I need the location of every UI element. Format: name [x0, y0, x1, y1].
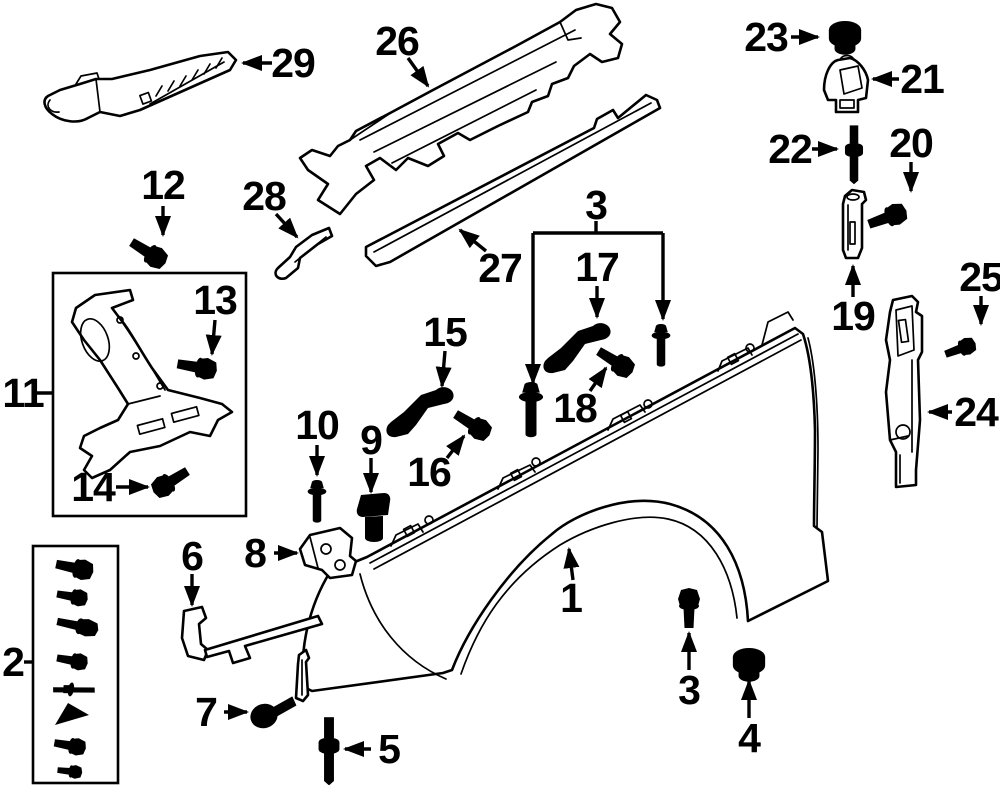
part-26-apron-reinforcement-drawing: [298, 2, 624, 216]
callout-25: 25: [959, 254, 1000, 300]
callout-4: 4: [738, 715, 761, 761]
part-3-stud-left-drawing: [518, 382, 544, 438]
part-8-fender-bracket-drawing: [298, 526, 358, 580]
part-10-clip-stud-drawing: [307, 479, 327, 523]
callout-14: 14: [71, 464, 116, 510]
callout-16: 16: [407, 449, 451, 495]
leader-15: [435, 350, 452, 388]
part-13-bolt-drawing: [175, 352, 219, 382]
leader-lines: [24, 29, 989, 757]
part-3-stud-right-drawing: [651, 323, 671, 367]
part-25-screw-drawing: [942, 334, 979, 363]
callout-22: 22: [768, 126, 812, 172]
callout-28: 28: [242, 173, 286, 219]
callout-1: 1: [560, 575, 582, 621]
callout-labels: 29 26 23 21 22 20 12 28 27 3 17 19 25 15…: [2, 14, 1000, 772]
callout-24: 24: [954, 389, 999, 435]
callout-21: 21: [900, 56, 944, 102]
part-20-bolt-drawing: [865, 200, 911, 235]
group-box-2: [31, 544, 120, 785]
part-27-fender-sill-strip-drawing: [364, 93, 662, 268]
callout-17: 17: [575, 244, 619, 290]
part-6-front-support-strip-drawing: [180, 605, 324, 665]
callout-12: 12: [141, 162, 185, 208]
part-22-stud-drawing: [844, 125, 864, 185]
callout-27: 27: [478, 245, 522, 291]
leader-28: [274, 212, 299, 239]
part-12-bolt-drawing: [125, 232, 172, 273]
callout-7: 7: [195, 689, 217, 735]
callout-20: 20: [889, 120, 933, 166]
callout-19: 19: [831, 293, 875, 339]
callout-6: 6: [181, 533, 203, 579]
part-29-cowl-side-bracket-drawing: [43, 50, 238, 123]
callout-13: 13: [193, 277, 237, 323]
leader-13: [205, 319, 222, 356]
part-24-fender-support-drawing: [884, 294, 924, 489]
leader-16: [445, 434, 466, 460]
leader-26: [406, 57, 430, 88]
callout-8: 8: [244, 530, 266, 576]
callout-3-bolt: 3: [678, 667, 700, 713]
callout-10: 10: [295, 402, 339, 448]
callout-2: 2: [2, 639, 24, 685]
part-16-bolt-drawing: [449, 404, 496, 445]
part-11-wheelhouse-brace-drawing: [70, 288, 234, 480]
callout-9: 9: [360, 417, 382, 463]
part-15-bracket-drawing: [386, 387, 454, 438]
leader-27: [458, 228, 488, 253]
callout-26: 26: [375, 18, 419, 64]
callout-18: 18: [553, 385, 597, 431]
part-4-nut-drawing: [732, 647, 766, 682]
leader-18: [588, 366, 608, 392]
part-23-nut-drawing: [828, 20, 862, 55]
callout-3-group: 3: [585, 182, 607, 228]
leader-1: [563, 547, 580, 581]
part-7-push-fastener-drawing: [247, 693, 301, 732]
part-21-clip-drawing: [822, 54, 870, 114]
callout-15: 15: [423, 309, 467, 355]
leader-3-bracket: [533, 221, 663, 235]
part-2-screw-kit-drawing: [52, 553, 101, 780]
callout-29: 29: [271, 40, 315, 86]
part-19-bracket-drawing: [841, 188, 868, 260]
callout-23: 23: [744, 14, 788, 60]
part-fender-front-lower-tab-drawing: [294, 648, 311, 703]
part-28-corner-strip-drawing: [274, 226, 334, 280]
callout-5: 5: [378, 726, 400, 772]
part-9-grommet-drawing: [356, 493, 391, 542]
part-14-bolt-drawing: [147, 461, 194, 502]
part-3-bolt-bottom-drawing: [678, 588, 700, 628]
part-5-stud-bolt-drawing: [318, 717, 340, 785]
callout-11: 11: [2, 370, 44, 416]
